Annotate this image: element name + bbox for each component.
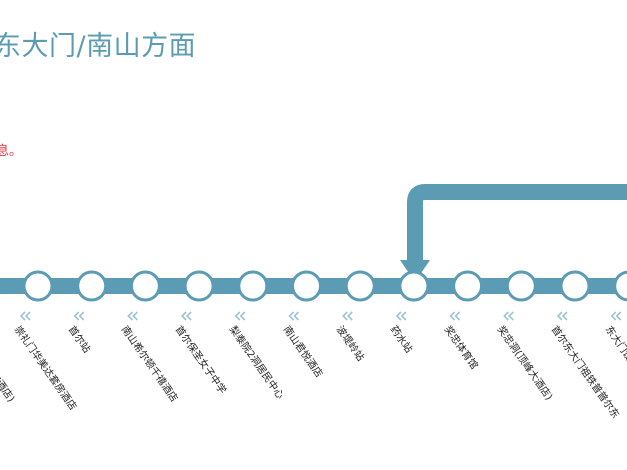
direction-chevron-icon (342, 311, 353, 321)
stop-marker[interactable] (22, 270, 54, 302)
direction-chevron-icon (395, 311, 407, 321)
direction-chevron-icon (288, 311, 300, 321)
direction-chevron-icon (19, 311, 31, 321)
direction-title: 东大门/南山方面 (0, 31, 197, 62)
stop-marker[interactable] (559, 270, 591, 302)
direction-chevron-icon (503, 311, 514, 321)
stop-marker[interactable] (452, 270, 484, 302)
direction-chevron-icon (127, 311, 138, 321)
stop-marker[interactable] (76, 270, 108, 302)
direction-chevron-icon (449, 311, 461, 321)
direction-chevron-icon (610, 311, 622, 321)
direction-chevron-icon (234, 311, 246, 321)
route-loop-line (407, 184, 627, 262)
stop-marker[interactable] (398, 270, 430, 302)
direction-chevron-icon (180, 311, 192, 321)
direction-chevron-icon (556, 311, 568, 321)
stop-marker[interactable] (344, 270, 376, 302)
stop-marker[interactable] (613, 270, 627, 302)
stop-marker[interactable] (237, 270, 269, 302)
stop-marker[interactable] (505, 270, 537, 302)
stop-marker[interactable] (183, 270, 215, 302)
stop-marker[interactable] (291, 270, 322, 302)
notice-text: 息。 (0, 144, 23, 159)
direction-chevron-icon (73, 311, 85, 321)
stop-marker[interactable] (129, 270, 161, 302)
